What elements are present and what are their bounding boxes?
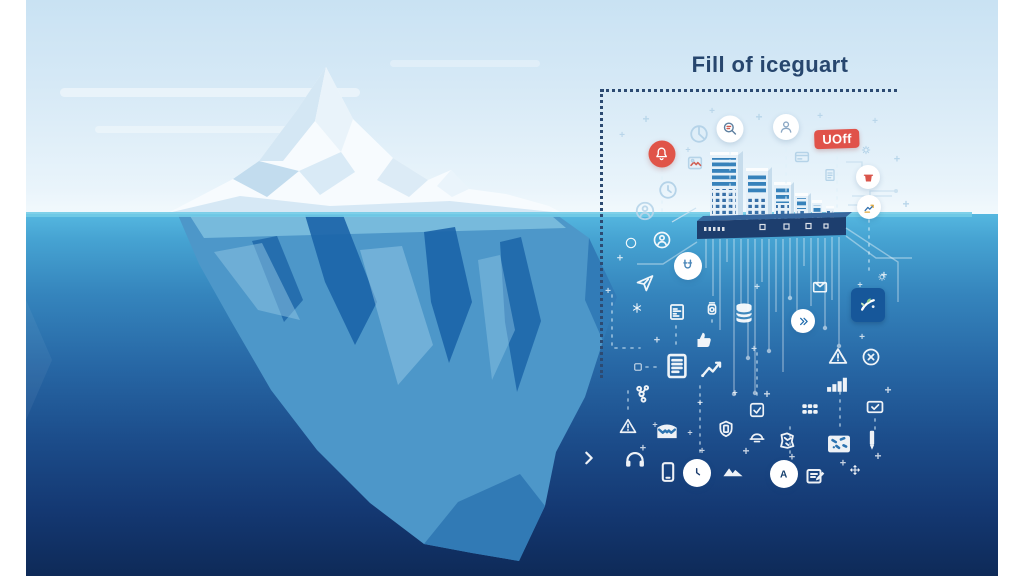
diagram-title: Fill of iceguart (691, 52, 849, 77)
right-margin (998, 0, 1024, 576)
dotted-border-vertical (600, 89, 603, 378)
water-background (26, 214, 998, 576)
dotted-border-horizontal (601, 89, 897, 92)
sky-background (26, 0, 998, 214)
left-margin (0, 0, 26, 576)
